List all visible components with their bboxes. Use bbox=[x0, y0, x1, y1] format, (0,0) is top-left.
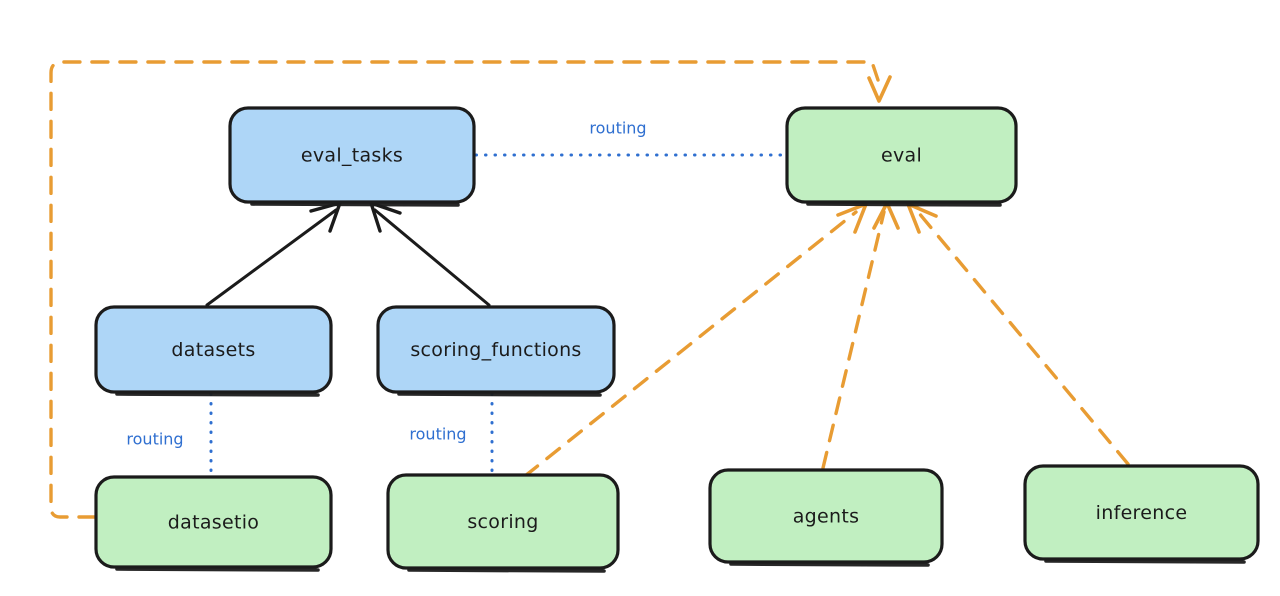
edge-datasetio-eval-line bbox=[49, 60, 880, 519]
node-scoring-shadow bbox=[407, 568, 606, 573]
node-eval[interactable]: eval bbox=[785, 106, 1018, 207]
edge-datasets-eval-tasks bbox=[205, 201, 342, 307]
node-inference-label: inference bbox=[1096, 502, 1188, 524]
node-datasetio-shadow bbox=[115, 567, 320, 572]
edge-inference-eval-line bbox=[916, 210, 1130, 466]
node-eval-tasks-shadow bbox=[250, 202, 460, 207]
node-eval-label: eval bbox=[881, 145, 922, 167]
edge-layer: routing routing routing bbox=[49, 60, 1130, 519]
node-eval-tasks[interactable]: eval_tasks bbox=[228, 106, 476, 207]
edge-scoring-eval-arrowhead bbox=[836, 202, 868, 234]
node-eval-shadow bbox=[806, 202, 1002, 207]
edge-datasetio-eval-arrowhead bbox=[867, 75, 892, 103]
edge-label-routing-datasets: routing bbox=[126, 430, 183, 449]
edge-scoring-eval-line bbox=[523, 210, 858, 478]
node-scoring-functions-box[interactable] bbox=[376, 305, 616, 394]
node-datasets-box[interactable] bbox=[94, 305, 333, 394]
node-agents-shadow bbox=[729, 562, 930, 567]
node-scoring-functions-shadow bbox=[397, 392, 602, 397]
node-datasetio-box[interactable] bbox=[94, 475, 333, 569]
node-eval-tasks-label: eval_tasks bbox=[301, 145, 403, 167]
node-agents-box[interactable] bbox=[708, 468, 944, 564]
node-scoring-label: scoring bbox=[467, 511, 538, 533]
edge-datasets-datasetio: routing bbox=[126, 392, 213, 479]
node-layer: eval_tasks eval datasets scoring_functio… bbox=[94, 106, 1260, 573]
edge-agents-eval bbox=[821, 201, 900, 470]
node-datasetio[interactable]: datasetio bbox=[94, 475, 333, 572]
edge-scoring-functions-eval-tasks bbox=[369, 201, 491, 307]
edge-inference-eval bbox=[906, 202, 1130, 466]
edge-eval-tasks-eval: routing bbox=[474, 119, 788, 157]
node-datasets-shadow bbox=[115, 392, 320, 397]
node-scoring-functions-label: scoring_functions bbox=[410, 339, 581, 361]
node-scoring-functions[interactable]: scoring_functions bbox=[376, 305, 616, 397]
edge-label-routing-scoring-functions: routing bbox=[409, 425, 466, 444]
node-eval-box[interactable] bbox=[785, 106, 1018, 204]
edge-label-routing-eval-tasks: routing bbox=[589, 119, 646, 138]
edge-agents-eval-line bbox=[821, 210, 886, 470]
node-datasets[interactable]: datasets bbox=[94, 305, 333, 397]
node-agents-label: agents bbox=[793, 506, 860, 528]
edge-datasets-eval-tasks-line bbox=[205, 208, 338, 307]
node-datasetio-label: datasetio bbox=[168, 512, 259, 534]
edge-scoring-functions-scoring: routing bbox=[409, 392, 494, 477]
node-inference-box[interactable] bbox=[1023, 464, 1260, 561]
node-scoring[interactable]: scoring bbox=[386, 473, 620, 573]
node-inference[interactable]: inference bbox=[1023, 464, 1260, 564]
node-scoring-box[interactable] bbox=[386, 473, 620, 570]
edge-scoring-functions-eval-tasks-line bbox=[373, 208, 491, 307]
node-agents[interactable]: agents bbox=[708, 468, 944, 567]
node-datasets-label: datasets bbox=[171, 339, 255, 361]
edge-agents-eval-arrowhead bbox=[872, 201, 900, 230]
edge-datasetio-eval bbox=[49, 60, 892, 519]
node-eval-tasks-box[interactable] bbox=[228, 106, 476, 204]
node-inference-shadow bbox=[1044, 559, 1246, 564]
